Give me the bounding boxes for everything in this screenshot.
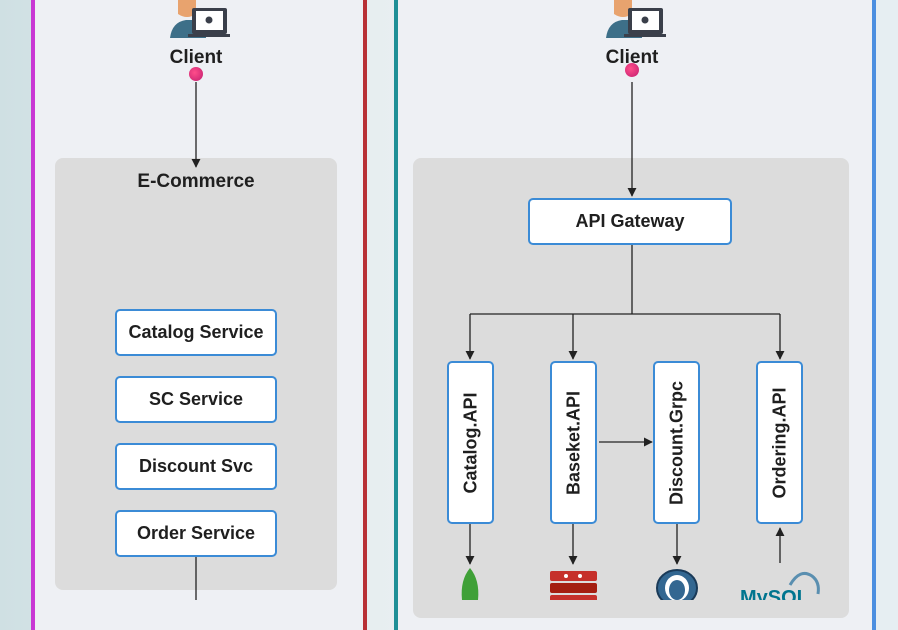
client-connector-dot [625,63,639,77]
ordering-api-box: Ordering.API [756,361,803,524]
catalog-api-box: Catalog.API [447,361,494,524]
catalog-service-box: Catalog Service [115,309,277,356]
client-label: Client [169,47,223,68]
client-label: Client [605,47,659,68]
ordering-api-label: Ordering.API [769,386,789,499]
catalog-api-label: Catalog.API [460,391,480,494]
discount-grpc-label: Discount.Grpc [666,380,686,505]
client-connector-dot [189,67,203,81]
sc-service-box: SC Service [115,376,277,423]
discount-grpc-box: Discount.Grpc [653,361,700,524]
api-gateway-box: API Gateway [528,198,732,245]
basket-api-box: Baseket.API [550,361,597,524]
discount-svc-box: Discount Svc [115,443,277,490]
order-service-box: Order Service [115,510,277,557]
basket-api-label: Baseket.API [563,390,583,495]
ecommerce-title: E-Commerce [137,171,255,192]
